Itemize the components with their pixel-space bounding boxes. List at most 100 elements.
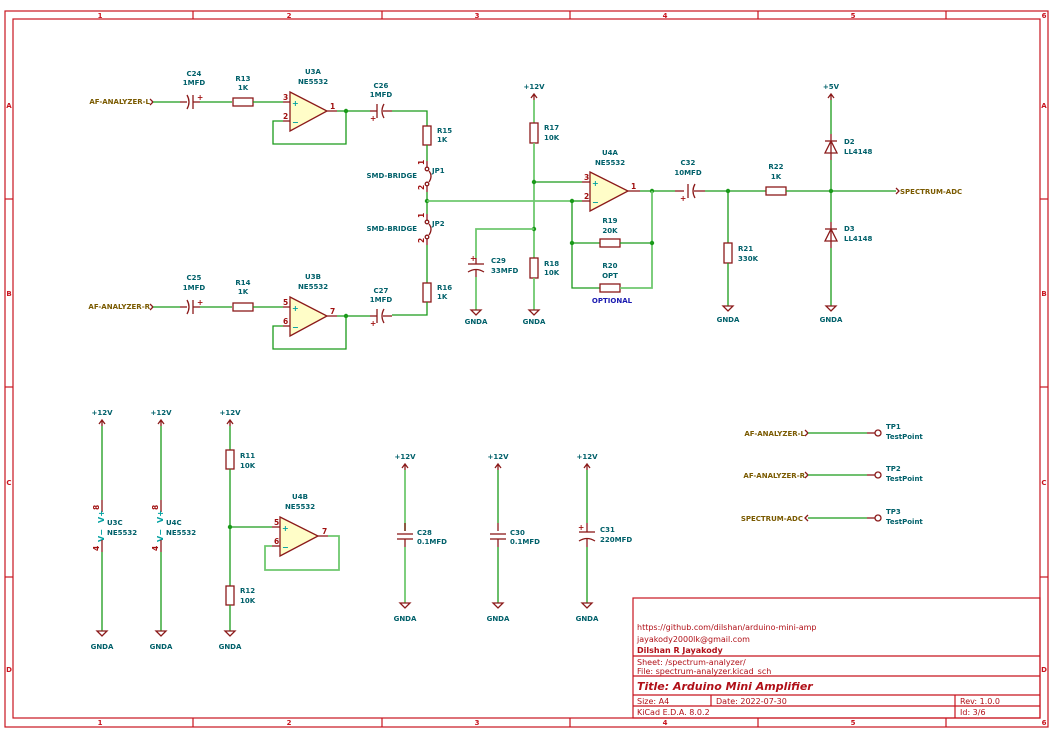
svg-text:LL4148: LL4148: [844, 235, 873, 243]
output-port-icon: [895, 187, 900, 195]
testpoint-tp1[interactable]: AF-ANALYZER-L TP1 TestPoint: [744, 423, 923, 441]
resistor-r11[interactable]: R11 10K: [225, 449, 256, 470]
power-12v-symbol[interactable]: +12V: [523, 83, 545, 100]
author-email: jayakody2000lk@gmail.com: [636, 635, 750, 644]
resistor-r19[interactable]: R19 20K: [599, 217, 621, 248]
svg-text:+12V: +12V: [523, 83, 545, 91]
resistor-r20[interactable]: R20 OPT: [599, 262, 621, 293]
net-label-af-left[interactable]: AF-ANALYZER-L: [89, 98, 150, 106]
svg-text:GNDA: GNDA: [576, 615, 599, 623]
svg-text:−: −: [282, 543, 289, 552]
column-label: 6: [1042, 12, 1047, 20]
capacitor-c27[interactable]: + C27 1MFD: [370, 287, 393, 328]
jumper-jp1[interactable]: 1 2 JP1 SMD-BRIDGE: [366, 160, 445, 192]
net-label-spectrum-adc[interactable]: SPECTRUM-ADC: [900, 188, 962, 196]
svg-text:TestPoint: TestPoint: [886, 518, 923, 526]
svg-text:NE5532: NE5532: [595, 159, 625, 167]
svg-text:C30: C30: [510, 529, 525, 537]
power-5v-symbol[interactable]: +5V: [823, 83, 840, 100]
svg-text:2: 2: [584, 192, 589, 201]
sheet-title: Title: Arduino Mini Amplifier: [637, 680, 813, 693]
decoupling-c28[interactable]: +12V C28 0.1MFD GNDA: [394, 453, 448, 623]
gnda-symbol: GNDA: [219, 630, 242, 651]
svg-text:GNDA: GNDA: [91, 643, 114, 651]
svg-text:1K: 1K: [437, 293, 448, 301]
svg-text:1MFD: 1MFD: [370, 296, 393, 304]
svg-text:+: +: [680, 194, 686, 203]
svg-text:OPT: OPT: [602, 272, 618, 280]
bulk-c31[interactable]: +12V + C31 220MFD GNDA: [576, 453, 633, 623]
jumper-jp2[interactable]: 1 2 JP2 SMD-BRIDGE: [366, 213, 445, 245]
testpoint-tp2[interactable]: AF-ANALYZER-R TP2 TestPoint: [743, 465, 923, 483]
capacitor-c25[interactable]: + C25 1MFD: [180, 274, 205, 315]
capacitor-c26[interactable]: + C26 1MFD: [370, 82, 393, 123]
testpoint-tp3[interactable]: SPECTRUM-ADC TP3 TestPoint: [741, 508, 924, 526]
opamp-power-u3c[interactable]: +12V 8 V+ U3C NE5532 V− 4 GNDA: [91, 409, 138, 651]
power-12v-symbol[interactable]: +12V: [219, 409, 241, 426]
resistor-r18[interactable]: R18 10K: [529, 257, 560, 279]
svg-text:1MFD: 1MFD: [183, 79, 206, 87]
net-label-af-right[interactable]: AF-ANALYZER-R: [88, 303, 150, 311]
row-label: C: [1041, 479, 1046, 487]
svg-text:GNDA: GNDA: [487, 615, 510, 623]
resistor-r13[interactable]: R13 1K: [232, 75, 254, 107]
gnda-symbol: GNDA: [717, 305, 740, 324]
svg-text:U3A: U3A: [305, 68, 322, 76]
resistor-r17[interactable]: R17 10K: [529, 122, 560, 144]
svg-text:+: +: [197, 93, 203, 102]
column-label: 2: [287, 12, 292, 20]
capacitor-c32[interactable]: + C32 10MFD: [674, 159, 705, 203]
svg-text:+: +: [470, 254, 476, 263]
svg-text:4: 4: [151, 546, 160, 551]
svg-text:U3B: U3B: [305, 273, 321, 281]
column-label: 1: [98, 12, 103, 20]
svg-text:V−: V−: [97, 529, 106, 542]
opamp-u4b[interactable]: + − 5 6 7 U4B NE5532: [272, 493, 328, 558]
diode-d3[interactable]: D3 LL4148: [823, 222, 873, 248]
svg-text:10K: 10K: [240, 597, 256, 605]
svg-text:6: 6: [283, 317, 288, 326]
kicad-version: KiCad E.D.A. 8.0.2: [637, 708, 710, 717]
resistor-r16[interactable]: R16 1K: [422, 282, 452, 303]
svg-text:1K: 1K: [238, 84, 249, 92]
svg-text:R16: R16: [437, 284, 452, 292]
svg-text:+12V: +12V: [150, 409, 172, 417]
summing-amplifier-stage: +12V R17 10K + C29 33MFD GNDA: [465, 83, 675, 326]
opamp-u3a[interactable]: + − 3 2 1 U3A NE5532: [283, 68, 337, 133]
svg-text:1: 1: [330, 102, 335, 111]
svg-text:GNDA: GNDA: [465, 318, 488, 326]
svg-text:8: 8: [151, 505, 160, 510]
svg-text:R19: R19: [602, 217, 617, 225]
svg-text:3: 3: [584, 173, 589, 182]
vref-buffer: +12V R11 10K R12 10K GNDA + − 5: [219, 409, 340, 651]
resistor-r12[interactable]: R12 10K: [225, 585, 256, 606]
column-label: 1: [98, 719, 103, 727]
project-url: https://github.com/dilshan/arduino-mini-…: [637, 623, 816, 632]
decoupling-c30[interactable]: +12V C30 0.1MFD GNDA: [487, 453, 541, 623]
svg-text:+: +: [370, 319, 376, 328]
file-name: File: spectrum-analyzer.kicad_sch: [637, 667, 771, 676]
svg-text:C27: C27: [374, 287, 389, 295]
svg-text:R18: R18: [544, 260, 559, 268]
svg-text:R17: R17: [544, 124, 559, 132]
svg-text:+12V: +12V: [91, 409, 113, 417]
svg-text:10K: 10K: [544, 134, 560, 142]
title-block: https://github.com/dilshan/arduino-mini-…: [632, 597, 1041, 719]
sheet-frame: 1 2 3 4 5 6 1 2 3 4 5 6 A B C D A B C D: [4, 10, 1049, 728]
capacitor-c29[interactable]: + C29 33MFD: [467, 254, 518, 277]
resistor-r14[interactable]: R14 1K: [232, 279, 254, 312]
svg-text:NE5532: NE5532: [166, 529, 196, 537]
svg-text:220MFD: 220MFD: [600, 536, 632, 544]
opamp-u3b[interactable]: + − 5 6 7 U3B NE5532: [283, 273, 337, 338]
svg-text:+: +: [592, 179, 599, 188]
resistor-r15[interactable]: R15 1K: [422, 125, 452, 146]
svg-text:JP2: JP2: [431, 220, 445, 228]
svg-text:1: 1: [417, 213, 426, 218]
diode-d2[interactable]: D2 LL4148: [823, 134, 873, 160]
resistor-r21[interactable]: R21 330K: [723, 242, 759, 264]
resistor-r22[interactable]: R22 1K: [765, 163, 787, 196]
opamp-power-u4c[interactable]: +12V 8 V+ U4C NE5532 V− 4 GNDA: [150, 409, 197, 651]
capacitor-c24[interactable]: + C24 1MFD: [180, 70, 206, 110]
opamp-u4a[interactable]: + − 3 2 1 U4A NE5532: [582, 149, 640, 213]
